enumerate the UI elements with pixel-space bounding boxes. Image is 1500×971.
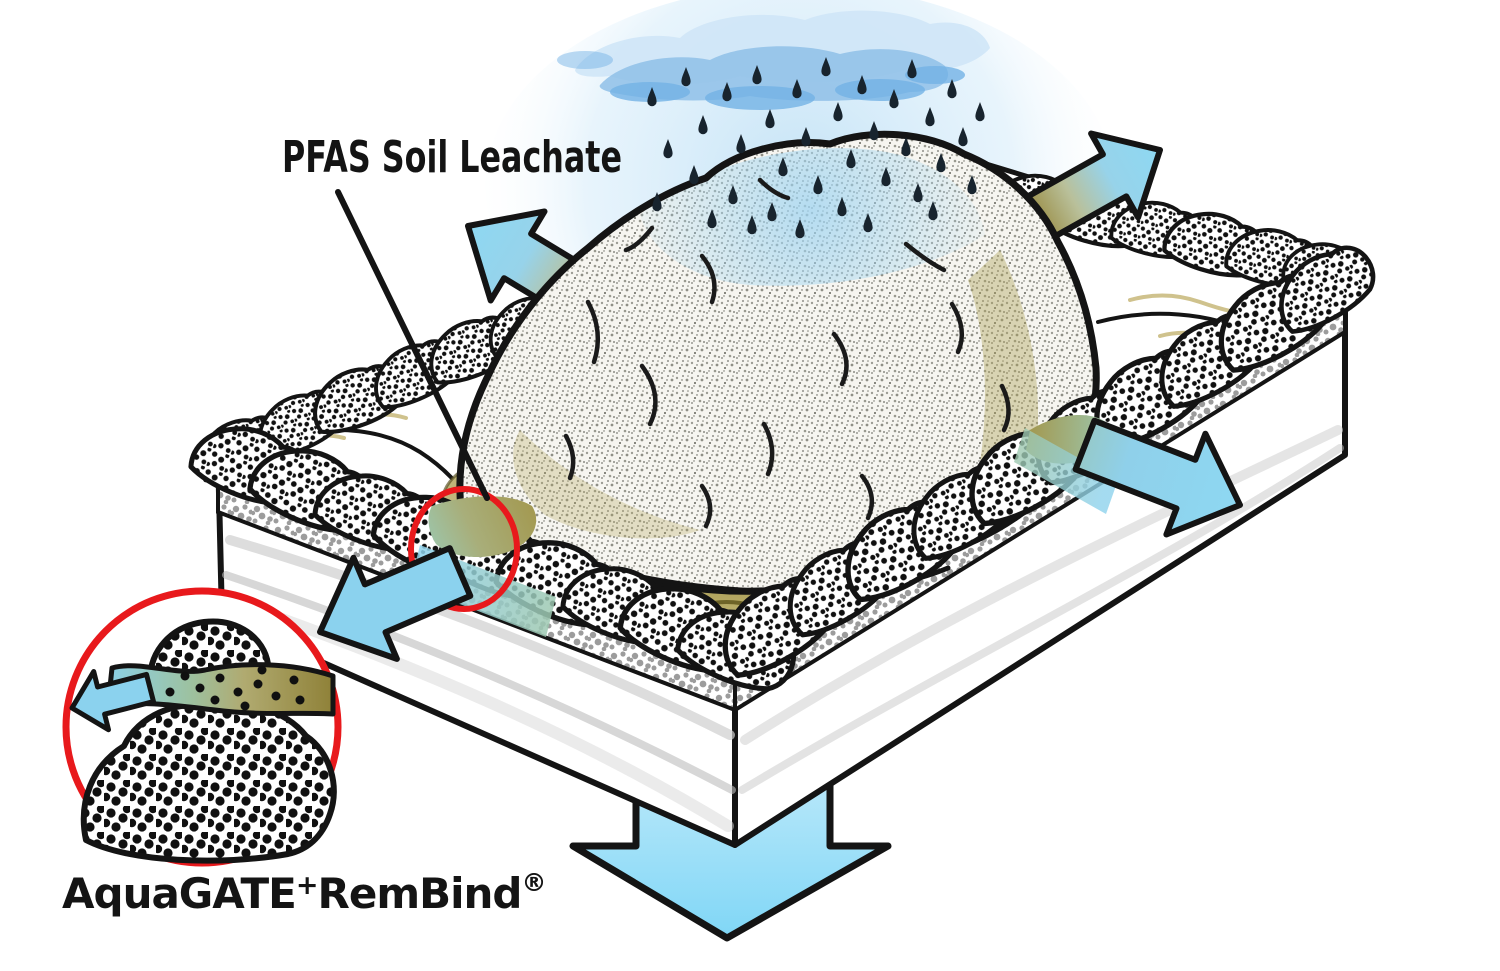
clean-water-arrow-left — [317, 545, 474, 662]
product-label-part2: RemBind — [318, 869, 522, 918]
liner-streaks — [222, 425, 1344, 832]
detail-clean-arrow — [69, 669, 156, 733]
leader-line — [335, 189, 490, 501]
detail-sorbent-mound — [80, 700, 337, 864]
product-label-part1: AquaGATE — [62, 869, 296, 918]
product-label-registered: ® — [521, 868, 545, 897]
berm-highlight-circle — [408, 486, 520, 612]
detail-callout — [62, 587, 342, 867]
clean-water-arrow-right — [1072, 417, 1243, 538]
stockpile-cracks — [563, 177, 1011, 529]
treated-water-right-wall — [1014, 428, 1118, 514]
stockpile-leachate-base — [513, 430, 700, 539]
product-label-plus: + — [296, 870, 318, 901]
detail-band-sorbent-dots — [165, 665, 305, 711]
leachate-through-berm — [428, 496, 537, 558]
stockpile-wet-top-tint — [640, 148, 985, 286]
pfas-leachate-label: PFAS Soil Leachate — [282, 132, 622, 183]
soil-stockpile — [456, 130, 1100, 595]
clean-water-arrow-up-right — [1020, 130, 1163, 244]
product-label: AquaGATE+RemBind® — [62, 868, 545, 918]
cloud-dark-accents — [557, 51, 965, 110]
